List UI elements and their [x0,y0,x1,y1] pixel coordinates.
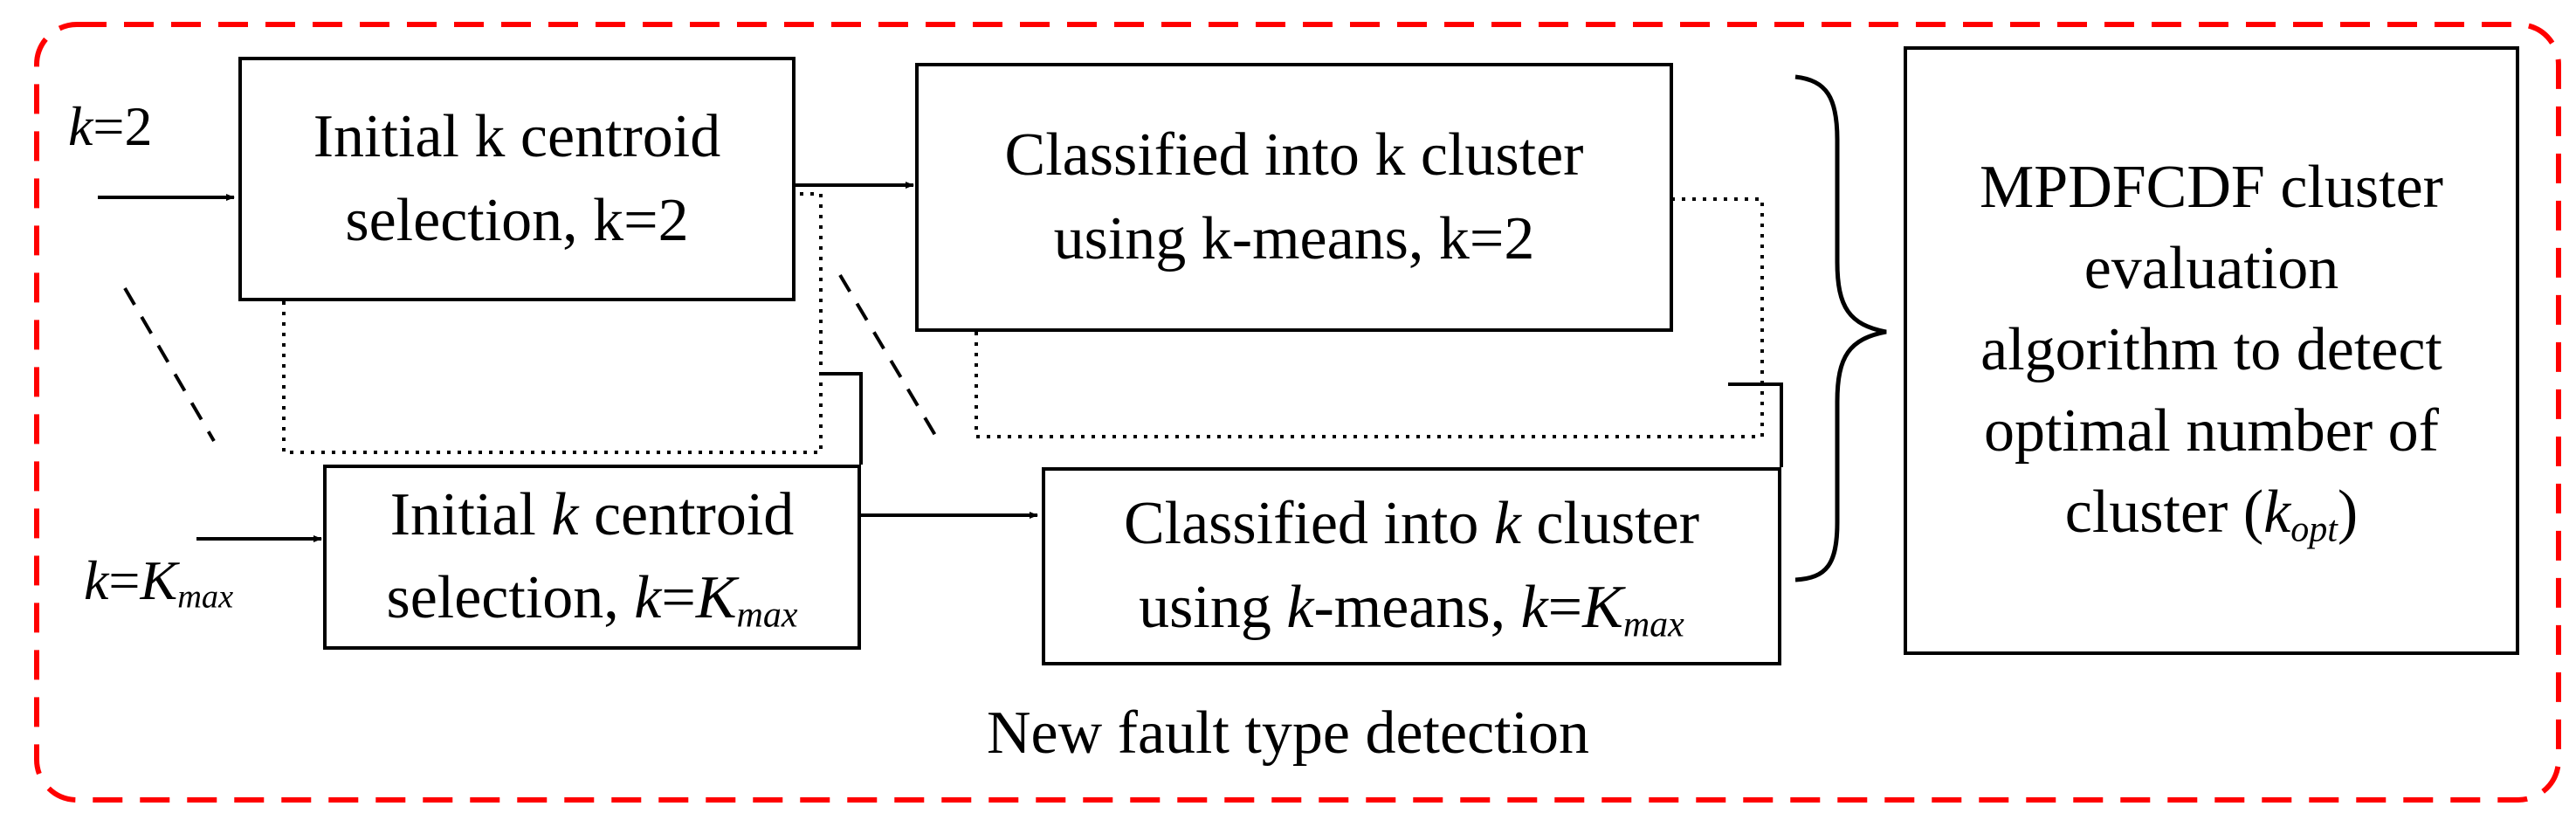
box-initial-centroid-kmax-line2: selection, k=Kmax [386,564,798,636]
box-classified-k2: Classified into k cluster using k-means,… [915,63,1673,332]
input-label-kmax: k=Kmax [84,549,234,616]
box-classified-k2-line2: using k-means, k=2 [1053,205,1535,272]
box-initial-centroid-k2-line2: selection, k=2 [345,187,689,254]
box-initial-centroid-kmax: Initial k centroid selection, k=Kmax [323,465,861,650]
container-border [34,22,2561,803]
box-initial-centroid-k2: Initial k centroid selection, k=2 [238,57,796,301]
box-classified-k2-line1: Classified into k cluster [1004,121,1584,189]
ellipsis-line-left [123,286,216,443]
input-label-k2: k=2 [68,95,153,157]
box-classified-kmax-line1: Classified into k cluster [1123,490,1700,558]
init-stack-dotted-outline [282,192,823,454]
evaluation-line-4: optimal number of [1983,396,2439,465]
classify-stack-back-edge [1728,382,1783,467]
box-classified-kmax: Classified into k cluster using k-means,… [1042,467,1781,665]
box-initial-centroid-k2-line1: Initial k centroid [313,103,721,171]
box-initial-centroid-kmax-line1: Initial k centroid [389,480,795,548]
evaluation-line-2: evaluation [2084,234,2339,302]
init-stack-back-edge [821,372,863,465]
grouping-brace [1794,74,1887,582]
evaluation-line-5: cluster (kopt) [2064,479,2359,550]
evaluation-line-1: MPDFCDF cluster [1980,153,2443,221]
box-classified-kmax-line2: using k-means, k=Kmax [1139,573,1684,645]
classify-stack-dotted-outline [975,197,1764,438]
box-mpdfcdf-evaluation: MPDFCDF cluster evaluation algorithm to … [1904,46,2519,655]
evaluation-line-3: algorithm to detect [1980,315,2442,383]
container-caption: New fault type detection [986,699,1590,767]
